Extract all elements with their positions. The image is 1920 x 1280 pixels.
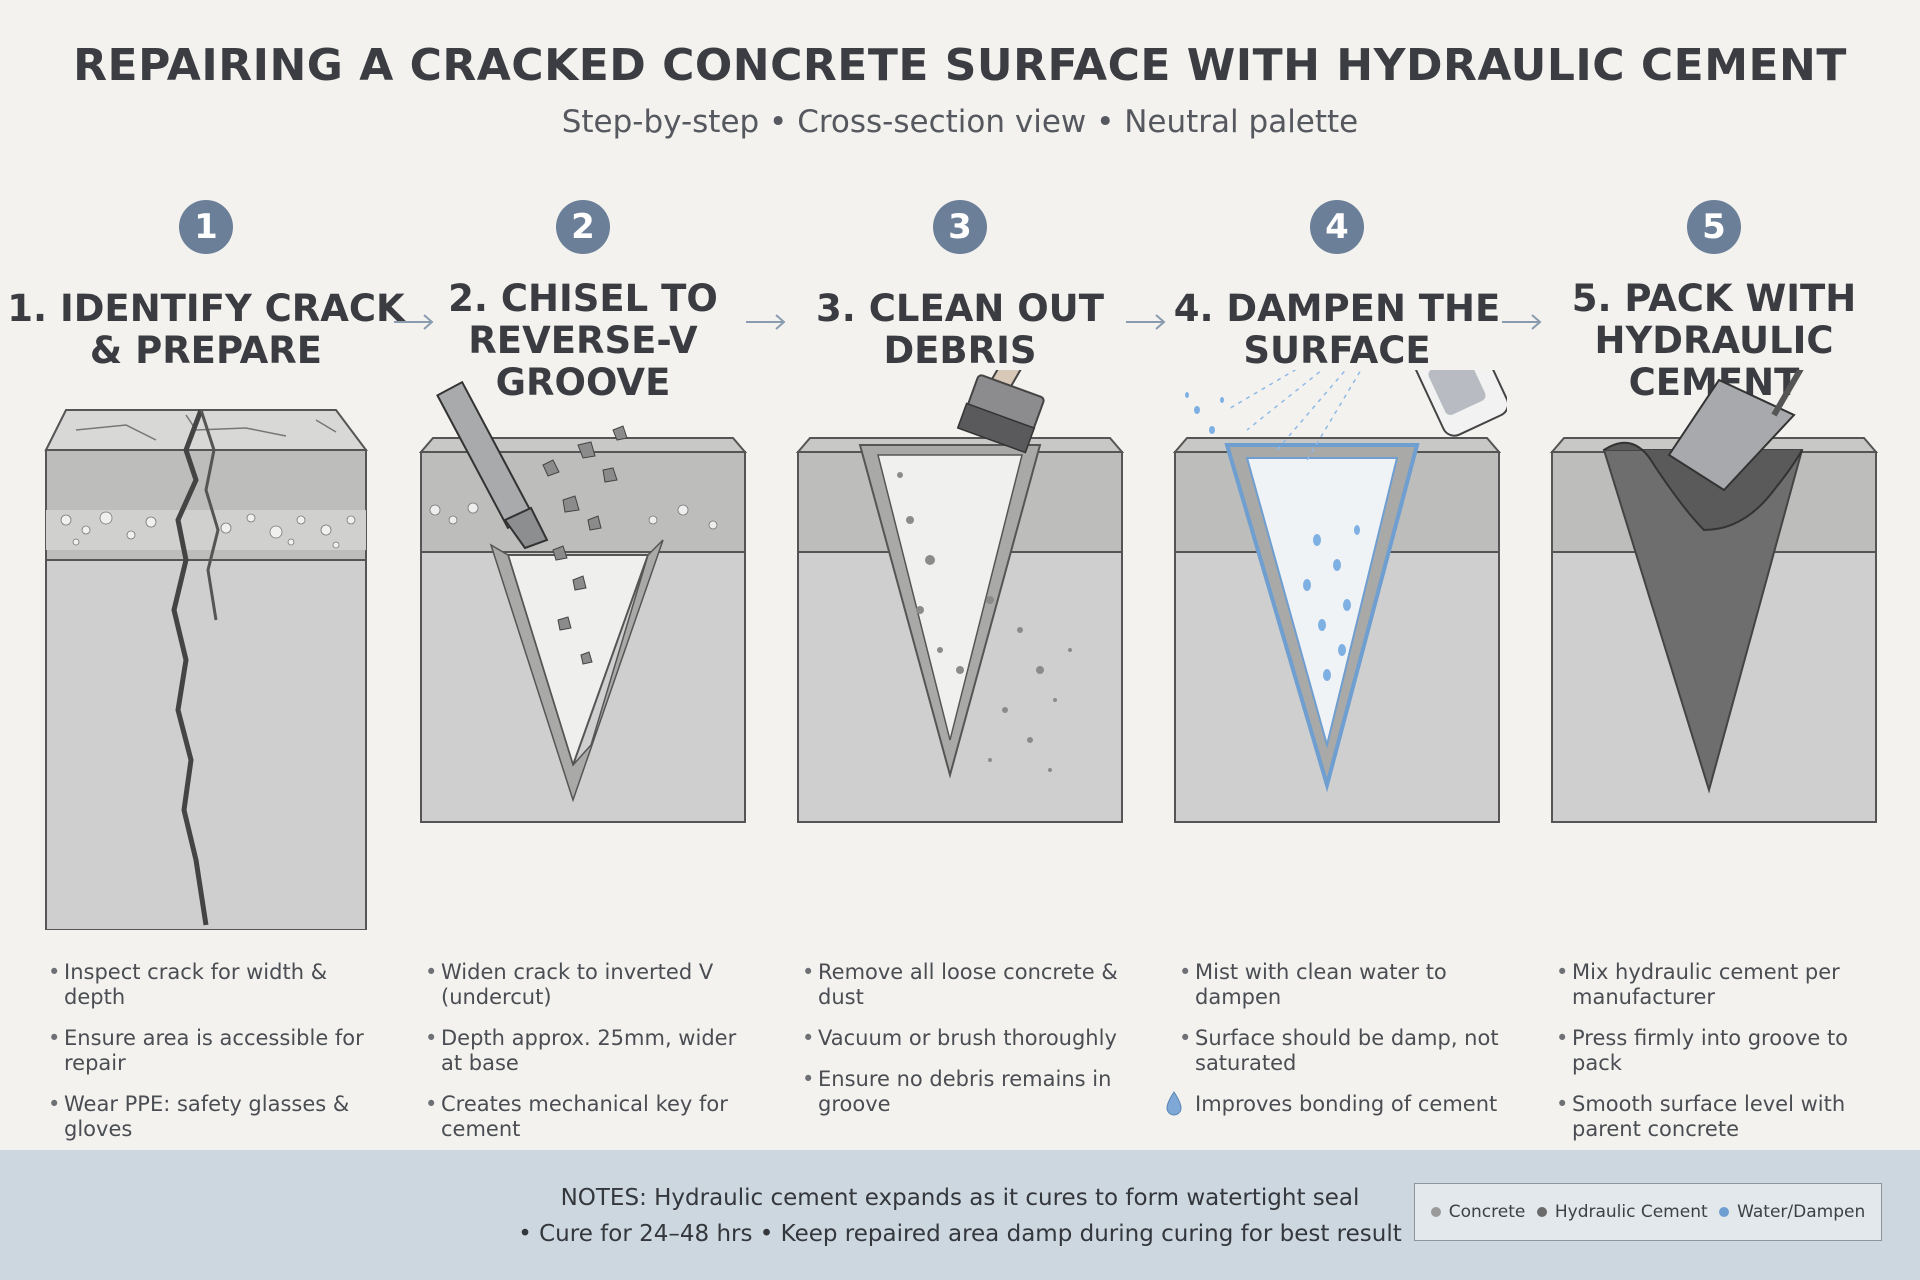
list-item: Mix hydraulic cement per manufacturer (1556, 960, 1886, 1010)
step-1: 1 1. IDENTIFY CRACK & PREPARE Inspect cr… (7, 200, 405, 1160)
list-item: Improves bonding of cement (1166, 1091, 1509, 1117)
step-instructions: Inspect crack for width & depth Ensure a… (48, 960, 378, 1158)
page-title: REPAIRING A CRACKED CONCRETE SURFACE WIT… (73, 40, 1847, 91)
step-instructions: Mix hydraulic cement per manufacturer Pr… (1556, 960, 1886, 1158)
chisel-icon (436, 380, 549, 550)
step-2: 2 2. CHISEL TO REVERSE-V GROOVE Widen cr… (413, 200, 753, 1160)
list-item: Ensure no debris remains in groove (802, 1067, 1132, 1117)
dampen-groove-cross-section (1172, 370, 1507, 823)
legend-swatch (1430, 1207, 1441, 1217)
step-title: 3. CLEAN OUT DEBRIS (816, 287, 1104, 372)
legend-item-water: Water/Dampen (1719, 1202, 1865, 1222)
legend-item-concrete: Concrete (1430, 1202, 1526, 1222)
legend-label: Water/Dampen (1737, 1202, 1866, 1222)
legend: Concrete Hydraulic Cement Water/Dampen (1414, 1183, 1882, 1241)
list-item: Remove all loose concrete & dust (802, 960, 1132, 1010)
arrow-right-icon (394, 314, 434, 330)
step-title: 4. DAMPEN THE SURFACE (1173, 287, 1501, 372)
step-instructions: Widen crack to inverted V (undercut) Dep… (425, 960, 755, 1158)
step-number-badge: 1 (179, 200, 233, 254)
list-item: Vacuum or brush thoroughly (802, 1026, 1132, 1051)
list-item: Wear PPE: safety glasses & gloves (48, 1092, 378, 1142)
brush-icon (956, 370, 1060, 454)
legend-label: Hydraulic Cement (1554, 1202, 1708, 1222)
notes-line: NOTES: Hydraulic cement expands as it cu… (560, 1185, 1360, 1211)
list-item: Surface should be damp, not saturated (1179, 1026, 1509, 1076)
notes-line: • Cure for 24–48 hrs • Keep repaired are… (518, 1221, 1402, 1247)
chisel-groove-cross-section (418, 380, 748, 823)
arrow-right-icon (1126, 314, 1166, 330)
spray-bottle-icon (1404, 370, 1507, 437)
list-item: Press firmly into groove to pack (1556, 1026, 1886, 1076)
legend-swatch (1536, 1207, 1547, 1217)
step-instructions: Mist with clean water to dampen Surface … (1166, 960, 1509, 1133)
concrete-crack-cross-section (44, 409, 368, 930)
list-item: Ensure area is accessible for repair (48, 1026, 378, 1076)
step-number-badge: 5 (1687, 200, 1741, 254)
arrow-right-icon (1502, 314, 1542, 330)
step-title: 1. IDENTIFY CRACK & PREPARE (7, 287, 405, 372)
notes: NOTES: Hydraulic cement expands as it cu… (440, 1180, 1480, 1252)
step-4: 4 4. DAMPEN THE SURFACE Mist with clean … (1166, 200, 1509, 1160)
legend-item-hydraulic-cement: Hydraulic Cement (1536, 1202, 1708, 1222)
page-subtitle: Step-by-step • Cross-section view • Neut… (561, 104, 1359, 140)
list-item: Smooth surface level with parent concret… (1556, 1092, 1886, 1142)
step-number-badge: 3 (933, 200, 987, 254)
step-3: 3 3. CLEAN OUT DEBRIS Remove all loose c… (790, 200, 1130, 1160)
arrow-right-icon (746, 314, 786, 330)
list-item: Depth approx. 25mm, wider at base (425, 1026, 755, 1076)
legend-swatch (1719, 1207, 1730, 1217)
step-number-badge: 2 (556, 200, 610, 254)
list-item-text: Improves bonding of cement (1195, 1092, 1498, 1116)
step-5: 5 5. PACK WITH HYDRAULIC CEMENT Mix hydr… (1544, 200, 1884, 1160)
list-item: Inspect crack for width & depth (48, 960, 378, 1010)
list-item: Creates mechanical key for cement (425, 1092, 755, 1142)
step-title: 2. CHISEL TO REVERSE-V GROOVE (448, 277, 718, 404)
step-number-badge: 4 (1310, 200, 1364, 254)
trowel-icon (1667, 370, 1842, 492)
cement-packed-cross-section (1549, 370, 1879, 823)
list-item: Widen crack to inverted V (undercut) (425, 960, 755, 1010)
clean-groove-cross-section (795, 370, 1125, 823)
step-instructions: Remove all loose concrete & dust Vacuum … (802, 960, 1132, 1133)
list-item: Mist with clean water to dampen (1179, 960, 1509, 1010)
legend-label: Concrete (1448, 1202, 1526, 1222)
water-drop-icon (1166, 1091, 1182, 1116)
